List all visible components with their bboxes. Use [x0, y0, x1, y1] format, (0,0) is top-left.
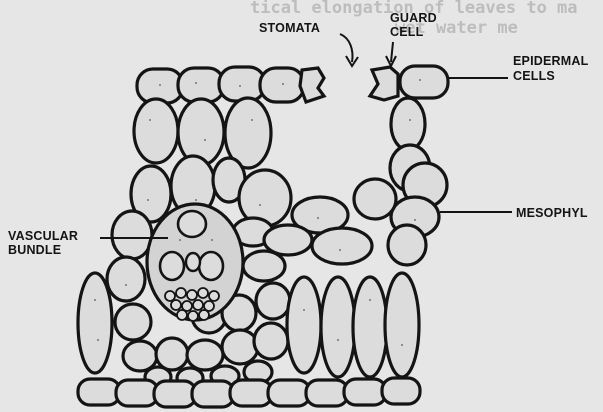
mesophyll-cell — [222, 330, 258, 364]
epidermal-cell — [400, 66, 448, 98]
xylem-vessel — [199, 252, 223, 280]
vascular-bundle-label-line2: BUNDLE — [8, 243, 61, 257]
vascular-bundle — [147, 204, 243, 321]
phloem-cell — [165, 291, 175, 301]
lower-epidermal-cell — [192, 381, 234, 407]
lower-epidermal-cell — [230, 380, 272, 406]
lower-epidermal-cell — [382, 378, 420, 404]
lower-epidermal-cell — [268, 380, 310, 406]
mesophyll-cell — [312, 228, 372, 264]
mesophyll-cell — [243, 251, 285, 281]
stomata-label: STOMATA — [259, 21, 320, 35]
lower-epidermal-cell — [344, 379, 386, 405]
epidermal-cells-label-line2: CELLS — [513, 69, 555, 83]
phloem-cell — [188, 311, 198, 321]
lower-epidermal-cell — [306, 380, 348, 406]
mesophyll-cell — [187, 340, 223, 370]
phloem-cell — [177, 310, 187, 320]
guard-cell-pointer — [391, 42, 393, 62]
epidermal-cell — [219, 67, 265, 101]
mesophyll-cell — [107, 257, 145, 301]
xylem-vessel — [178, 211, 206, 237]
elongated-cell — [353, 277, 387, 377]
cavity-cell — [354, 179, 396, 219]
elongated-cell — [78, 273, 112, 373]
phloem-cell — [171, 300, 181, 310]
upper-epidermis-right — [370, 66, 448, 100]
guard-cell-left — [300, 68, 324, 102]
xylem-vessel — [186, 253, 200, 271]
lower-epidermal-cell — [116, 380, 158, 406]
mesophyll-cell — [112, 211, 152, 259]
epidermal-cell — [178, 68, 224, 102]
cavity-cell — [391, 98, 425, 150]
elongated-cell — [385, 273, 419, 377]
epidermal-cell — [260, 68, 304, 102]
guard-cell-label-line2: CELL — [390, 25, 424, 39]
phloem-cell — [199, 310, 209, 320]
epidermal-cells-label-line1: EPIDERMAL — [513, 54, 589, 68]
mesophyll-cell — [115, 304, 151, 340]
upper-epidermis — [137, 67, 324, 103]
elongated-cell — [287, 277, 321, 373]
mesophyll-cell — [254, 323, 288, 359]
guard-cell-right — [370, 67, 398, 100]
lower-epidermis — [78, 378, 420, 407]
phloem-cell — [209, 291, 219, 301]
phloem-cell — [187, 290, 197, 300]
phloem-cell — [198, 288, 208, 298]
mesophyll-cell — [156, 338, 188, 370]
cavity-cell — [388, 225, 426, 265]
xylem-vessel — [160, 252, 184, 280]
lower-epidermal-cell — [78, 379, 120, 405]
mesophyll-cell — [256, 283, 290, 319]
vascular-bundle-label-line1: VASCULAR — [8, 229, 78, 243]
elongated-cell — [321, 277, 355, 377]
lower-epidermal-cell — [154, 381, 196, 407]
phloem-cell — [193, 300, 203, 310]
cells — [78, 66, 448, 407]
mesophyll-cell — [178, 99, 224, 165]
mesophyll-label: MESOPHYL — [516, 206, 588, 220]
guard-cell-label-line1: GUARD — [390, 11, 437, 25]
mesophyll-cell — [134, 99, 178, 163]
phloem-cell — [176, 288, 186, 298]
